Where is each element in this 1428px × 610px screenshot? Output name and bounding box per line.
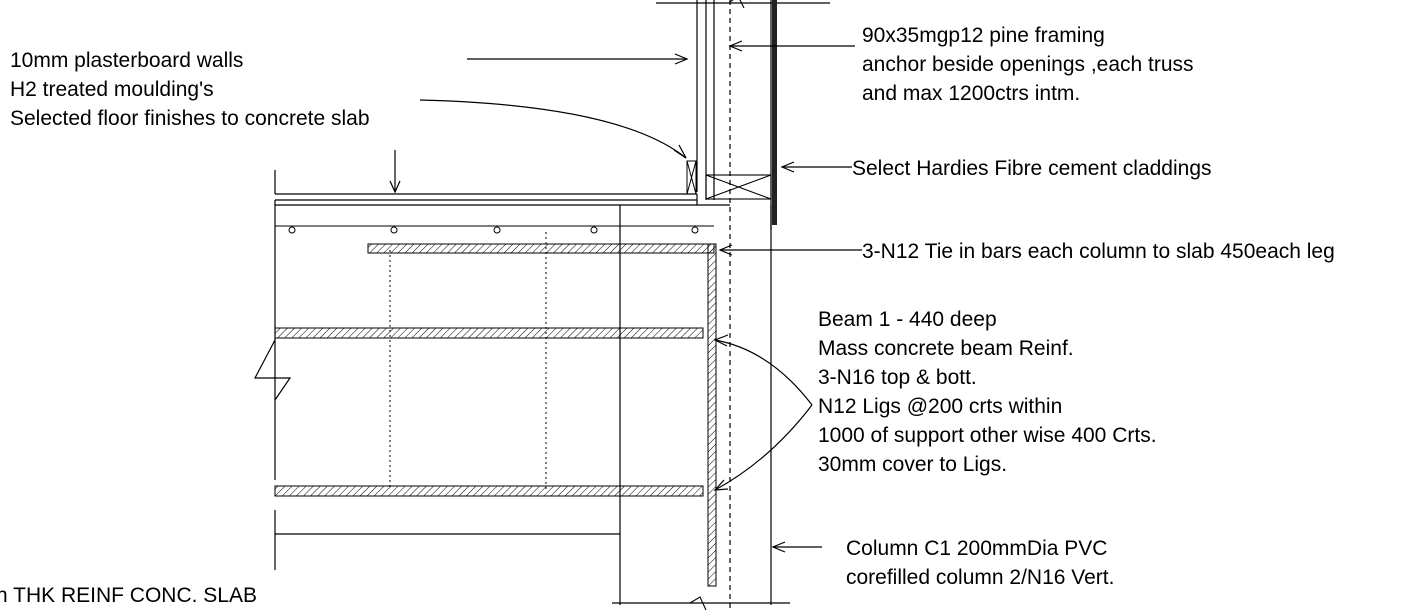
beam-bottom-bars <box>274 485 704 497</box>
label-walls-line-1: 10mm plasterboard walls <box>10 49 244 72</box>
beam-top-bars <box>274 327 704 339</box>
label-column-line-1: Column C1 200mmDia PVC <box>846 537 1108 560</box>
label-framing-line-3: and max 1200ctrs intm. <box>862 82 1081 105</box>
label-beam-line-3: 3-N16 top & bott. <box>818 366 977 389</box>
label-cladding-line-1: Select Hardies Fibre cement claddings <box>852 157 1212 180</box>
label-beam-line-5: 1000 of support other wise 400 Crts. <box>818 424 1157 447</box>
label-beam-line-1: Beam 1 - 440 deep <box>818 308 997 331</box>
label-column: Column C1 200mmDia PVC corefilled column… <box>846 534 1114 592</box>
skirting-moulding <box>686 160 697 195</box>
tie-bar-horizontal <box>367 243 715 254</box>
wall-framing <box>656 0 830 610</box>
slab-mesh-bars <box>288 226 699 234</box>
label-beam: Beam 1 - 440 deep Mass concrete beam Rei… <box>818 305 1157 479</box>
label-cladding: Select Hardies Fibre cement claddings <box>852 154 1212 183</box>
label-framing-line-2: anchor beside openings ,each truss <box>862 53 1194 76</box>
label-walls-line-2: H2 treated moulding's <box>10 78 214 101</box>
label-beam-line-6: 30mm cover to Ligs. <box>818 453 1008 476</box>
label-beam-line-4: N12 Ligs @200 crts within <box>818 395 1063 418</box>
label-beam-line-2: Mass concrete beam Reinf. <box>818 337 1074 360</box>
tie-bar-vertical <box>707 243 717 587</box>
reinforcing-bars <box>274 243 717 587</box>
label-column-line-2: corefilled column 2/N16 Vert. <box>846 566 1115 589</box>
label-framing-line-1: 90x35mgp12 pine framing <box>862 24 1105 47</box>
leader-lines <box>389 40 862 553</box>
label-tie-bars-line-1: 3-N12 Tie in bars each column to slab 45… <box>862 240 1335 263</box>
concrete-slab <box>254 170 790 605</box>
label-slab-line-1: n THK REINF CONC. SLAB <box>0 584 258 607</box>
label-walls: 10mm plasterboard walls H2 treated mould… <box>10 46 370 133</box>
ligatures <box>389 232 547 490</box>
break-lines <box>689 0 745 610</box>
label-slab: n THK REINF CONC. SLAB <box>0 581 257 610</box>
fibre-cement-cladding <box>772 0 777 225</box>
bottom-plate <box>705 174 772 200</box>
label-framing: 90x35mgp12 pine framing anchor beside op… <box>862 21 1194 108</box>
label-tie-bars: 3-N12 Tie in bars each column to slab 45… <box>862 237 1335 266</box>
label-walls-line-3: Selected floor finishes to concrete slab <box>10 107 370 130</box>
